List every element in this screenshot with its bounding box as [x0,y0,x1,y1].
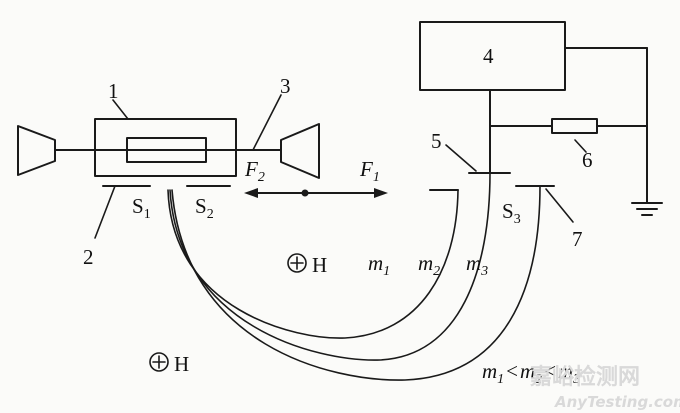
leader-2 [94,185,116,239]
amplifier-box [419,21,566,91]
resistor [551,118,598,134]
magnetic-field-symbol-upper [287,253,307,273]
label-f2: F2 [244,157,265,185]
label-m1: m1 [368,251,390,279]
label-f1: F1 [359,157,380,185]
ion-trajectories [167,172,541,381]
leader-6 [574,139,587,153]
label-h-upper: H [312,253,327,277]
label-5: 5 [431,129,442,153]
watermark-en: AnyTesting.com [554,393,680,411]
trajectory-m3 [171,185,541,381]
leader-5 [445,144,477,172]
left-pump [17,125,56,176]
magnetic-field-symbol-lower [149,352,169,372]
ion-source-filament [126,137,207,163]
label-2: 2 [83,245,94,269]
circuit-wiring [489,47,648,204]
label-m2: m2 [418,251,440,279]
mass-relation: m1<m2<m3 [482,359,580,387]
leader-7 [545,188,574,223]
label-3: 3 [280,74,291,98]
label-m3: m3 [466,251,488,279]
watermark-cn: 嘉峪检测网 [530,364,640,390]
label-4: 4 [483,44,494,68]
ground-symbol [631,202,663,216]
label-6: 6 [582,148,593,172]
label-1: 1 [108,79,119,103]
trajectory-m2 [169,172,491,361]
label-s2: S2 [195,194,214,222]
label-s1: S1 [132,194,151,222]
label-h-lower: H [174,352,189,376]
leader-3 [252,94,282,151]
force-arrows [244,188,388,198]
right-pump [280,123,320,179]
label-7: 7 [572,227,583,251]
ion-source-box [94,118,237,177]
label-s3: S3 [502,199,521,227]
leader-1 [112,99,129,120]
